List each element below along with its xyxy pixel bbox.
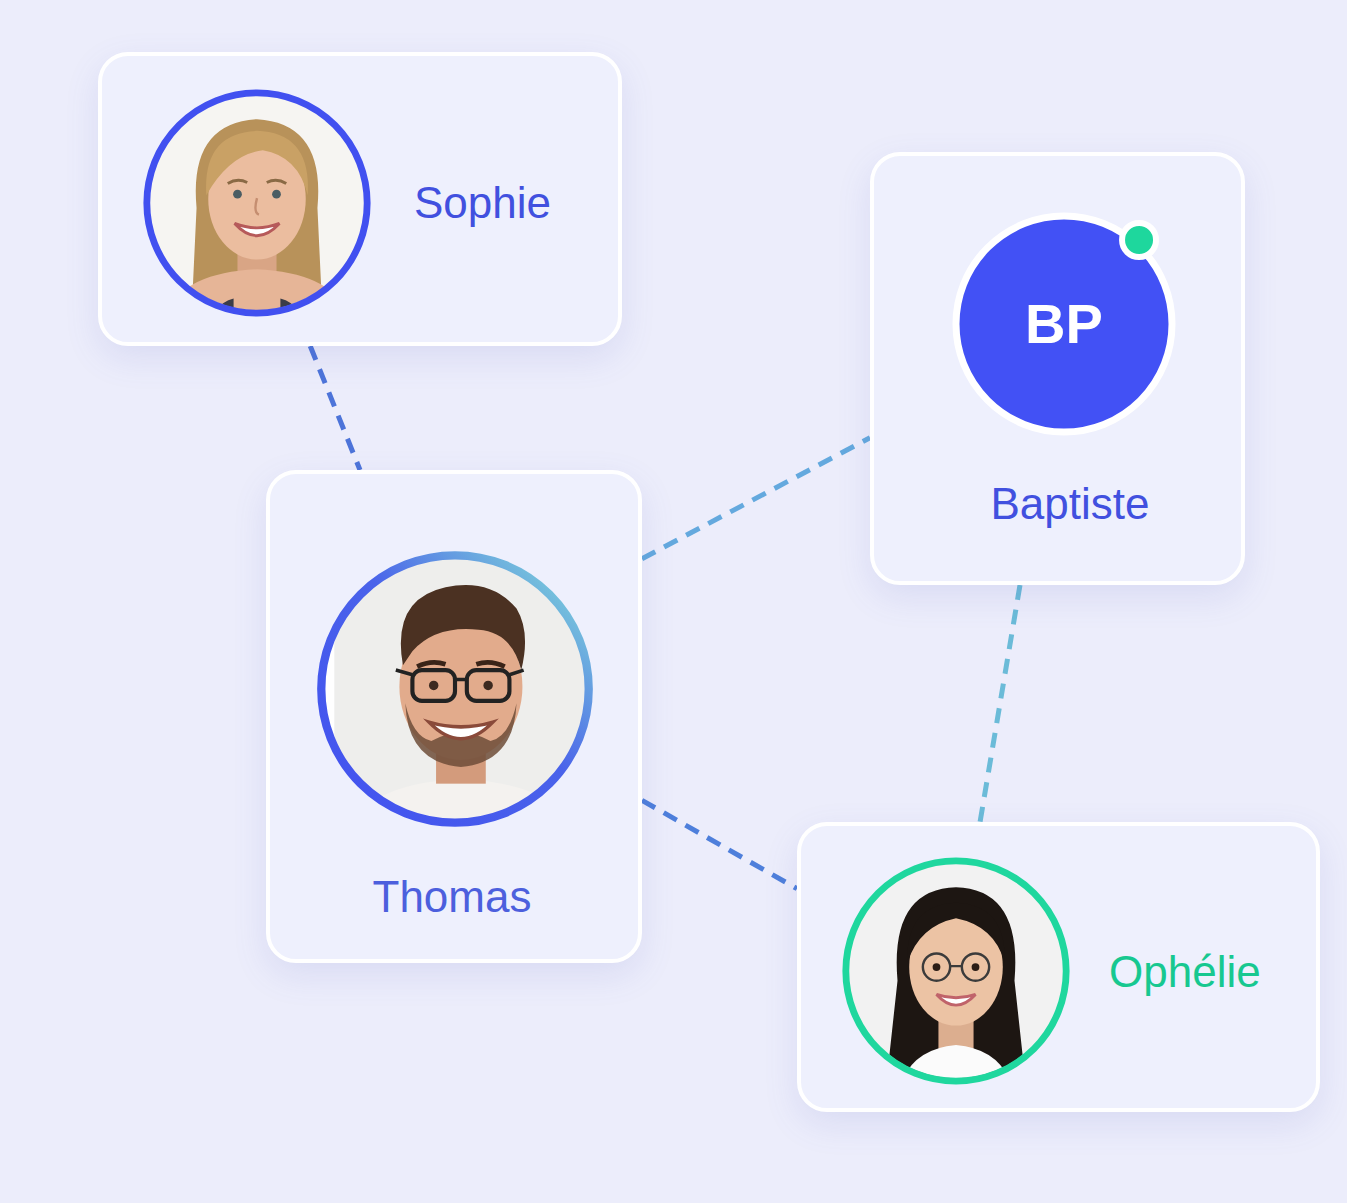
dashed-connector bbox=[310, 346, 360, 470]
portrait-illustration bbox=[313, 547, 597, 831]
person-card: Ophélie bbox=[797, 822, 1320, 1112]
person-name: Ophélie bbox=[1109, 947, 1261, 998]
dashed-connector bbox=[642, 800, 797, 888]
avatar-photo bbox=[839, 854, 1073, 1088]
person-name: Baptiste bbox=[991, 479, 1150, 530]
person-name: Sophie bbox=[414, 178, 551, 229]
initials-avatar: BP bbox=[952, 212, 1176, 436]
avatar-photo bbox=[140, 86, 374, 320]
portrait-illustration bbox=[140, 86, 374, 320]
avatar-disc bbox=[956, 216, 1172, 432]
person-card: BP Baptiste bbox=[870, 152, 1245, 585]
person-card: Thomas bbox=[266, 470, 642, 963]
dashed-connector bbox=[980, 585, 1020, 822]
status-dot bbox=[1122, 223, 1156, 257]
dashed-connector bbox=[642, 438, 870, 559]
portrait-illustration bbox=[839, 854, 1073, 1088]
person-card: Sophie bbox=[98, 52, 622, 346]
initials: BP bbox=[1025, 292, 1103, 356]
avatar-photo bbox=[313, 547, 597, 831]
person-name: Thomas bbox=[373, 872, 532, 923]
